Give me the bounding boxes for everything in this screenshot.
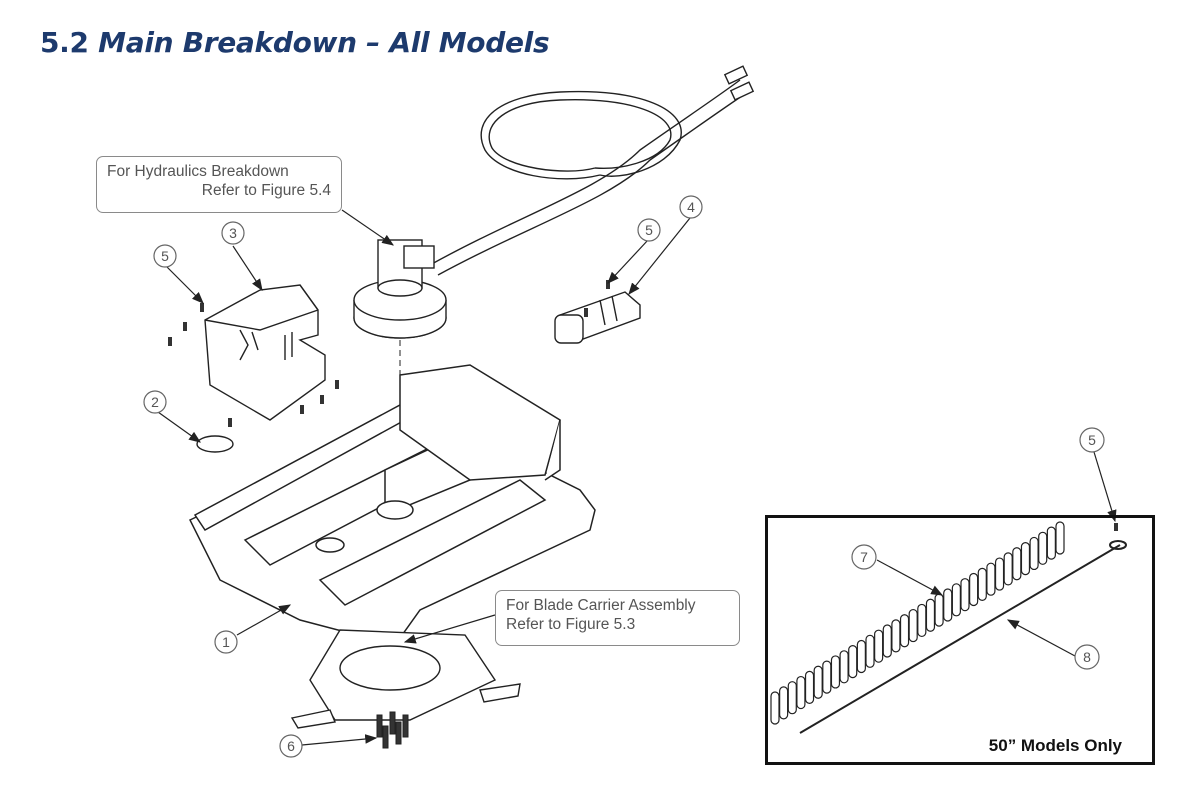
svg-text:2: 2	[151, 394, 159, 410]
item-balloon-5-guard: 5	[153, 244, 177, 268]
chain-link	[1046, 526, 1056, 560]
chain-link	[1003, 552, 1013, 586]
leader-lines	[157, 209, 1117, 746]
motor-guard	[204, 284, 326, 421]
chain-link	[796, 675, 806, 710]
chain-link	[865, 634, 875, 668]
valve-assembly	[554, 291, 641, 344]
chain-link	[787, 681, 797, 715]
blade-carrier	[290, 629, 521, 729]
chain-link	[770, 691, 780, 725]
item-balloon-2: 2	[143, 390, 167, 414]
item-balloon-6: 6	[279, 734, 303, 758]
chain-link	[986, 562, 996, 596]
item-balloon-7: 7	[851, 544, 877, 570]
blade-bolts	[376, 711, 409, 749]
item-balloon-4: 4	[679, 195, 703, 219]
section-number: 5.2	[40, 26, 89, 59]
chain-link	[839, 650, 849, 684]
chain-link	[1012, 547, 1022, 581]
item-balloon-5-inset: 5	[1079, 427, 1105, 453]
chain-link	[1038, 531, 1048, 565]
chain-link	[943, 588, 953, 622]
item-balloon-8: 8	[1074, 644, 1100, 670]
svg-text:5: 5	[1088, 432, 1096, 448]
chain-link	[1020, 542, 1031, 576]
chain-link	[848, 645, 858, 679]
section-title: Main Breakdown – All Models	[98, 26, 550, 59]
guard-bolts	[168, 280, 610, 427]
chain-link	[830, 655, 841, 689]
rod	[799, 540, 1127, 734]
chain-link	[960, 578, 970, 612]
hydraulics-callout: For Hydraulics Breakdown Refer to Figure…	[96, 156, 342, 213]
blade-carrier-callout-line2: Refer to Figure 5.3	[506, 616, 636, 633]
chain-link	[969, 572, 979, 607]
cover-plate	[196, 435, 234, 453]
page-title: 5.2 Main Breakdown – All Models	[40, 26, 550, 59]
hydraulics-callout-line1: For Hydraulics Breakdown	[107, 163, 289, 180]
chain-link	[874, 629, 884, 663]
chain-links	[770, 521, 1065, 725]
chain-link	[994, 557, 1005, 591]
svg-text:6: 6	[287, 738, 295, 754]
svg-text:4: 4	[687, 199, 695, 215]
chain-link	[779, 686, 789, 720]
chain-link	[951, 583, 961, 617]
chain-link	[856, 639, 866, 674]
chain-link	[891, 619, 901, 653]
hydraulics-callout-line2: Refer to Figure 5.4	[201, 182, 331, 199]
chain-link	[925, 598, 936, 632]
chain-link	[822, 660, 832, 694]
item-balloon-3: 3	[221, 221, 245, 245]
inset-50-models: 50” Models Only	[765, 515, 1155, 765]
svg-text:3: 3	[229, 225, 237, 241]
mower-deck	[188, 364, 596, 646]
hydraulic-motor	[353, 239, 447, 339]
inset-bolt	[1114, 523, 1118, 531]
svg-text:5: 5	[161, 248, 169, 264]
svg-text:1: 1	[222, 634, 230, 650]
blade-carrier-callout-line1: For Blade Carrier Assembly	[506, 597, 696, 614]
chain-link	[804, 670, 815, 704]
chain-link	[1029, 536, 1039, 571]
chain-link	[1055, 521, 1065, 555]
chain-link	[899, 614, 910, 648]
chain-link	[813, 665, 823, 699]
blade-carrier-callout: For Blade Carrier Assembly Refer to Figu…	[495, 590, 740, 646]
inset-label: 50” Models Only	[988, 736, 1122, 755]
chain-link	[908, 608, 918, 643]
chain-link	[917, 603, 927, 638]
svg-text:5: 5	[645, 222, 653, 238]
chain-link	[882, 624, 892, 658]
item-balloon-5-valve: 5	[637, 218, 661, 242]
svg-text:8: 8	[1083, 649, 1091, 665]
svg-text:7: 7	[860, 549, 868, 565]
item-balloon-1: 1	[214, 630, 238, 654]
chain-link	[977, 567, 987, 601]
hydraulic-hoses	[429, 65, 755, 276]
